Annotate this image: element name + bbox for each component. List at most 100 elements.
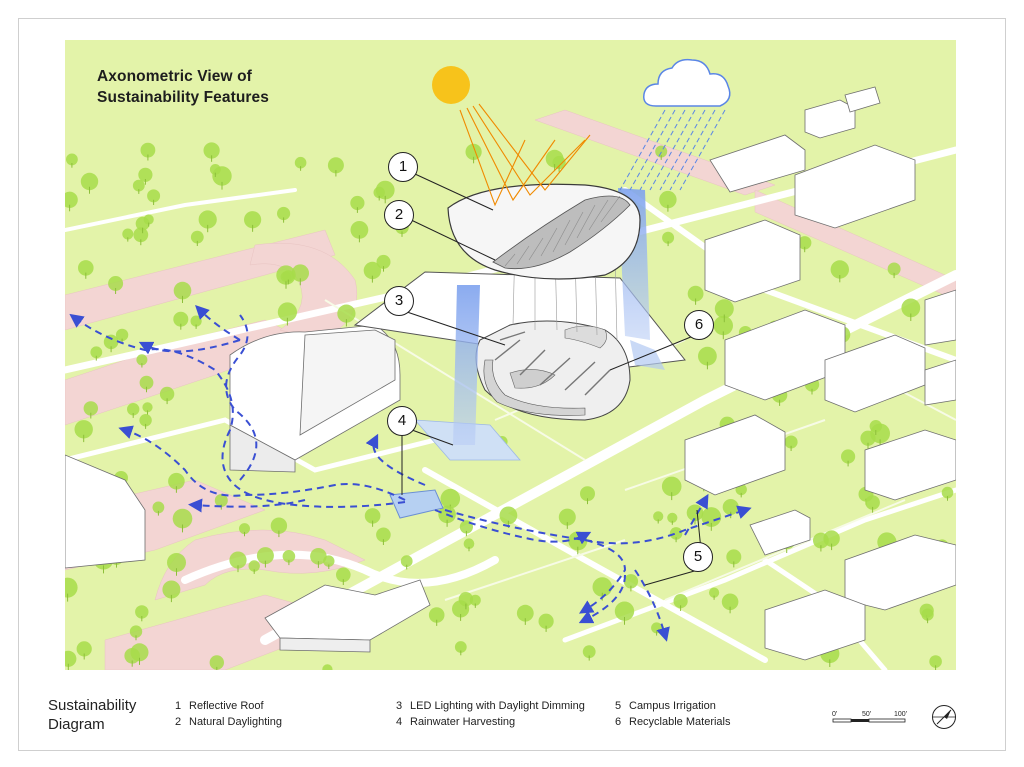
scale-bar: 0' 50' 100' <box>832 711 907 723</box>
central-building <box>353 271 686 421</box>
tree <box>623 574 639 589</box>
tree <box>65 650 77 667</box>
tree <box>122 228 134 240</box>
tree <box>172 508 193 529</box>
tree <box>350 221 369 239</box>
tree <box>921 608 934 621</box>
map-title: Axonometric View of Sustainability Featu… <box>97 66 269 108</box>
tree <box>229 551 247 569</box>
legend-item-number: 4 <box>396 716 403 728</box>
tree <box>373 186 385 199</box>
tree <box>659 190 677 209</box>
legend-item-number: 5 <box>615 700 622 712</box>
tree <box>440 488 461 509</box>
tree <box>698 346 717 366</box>
legend-item-label: Campus Irrigation <box>629 700 716 712</box>
tree <box>115 328 129 342</box>
tree <box>337 304 356 323</box>
tree <box>669 527 683 540</box>
legend-item-number: 2 <box>175 716 182 728</box>
callout-5: 5 <box>683 542 713 572</box>
tree <box>310 548 327 565</box>
legend-item-campus-irrigation: 5 Campus Irrigation <box>615 700 716 712</box>
tree <box>140 142 156 158</box>
legend-item-label: Recyclable Materials <box>629 716 731 728</box>
tree <box>239 523 250 535</box>
tree <box>592 577 613 597</box>
tree <box>673 594 688 609</box>
tree <box>277 206 291 221</box>
tree <box>726 549 742 565</box>
tree <box>545 149 564 168</box>
tree <box>499 506 518 525</box>
tree <box>76 641 92 657</box>
callout-2: 2 <box>384 200 414 230</box>
legend-item-label: Natural Daylighting <box>189 716 282 728</box>
tree <box>469 594 481 606</box>
tree <box>653 511 664 522</box>
scale-label-100: 100' <box>894 711 907 718</box>
tree <box>173 281 192 300</box>
reflective-roof <box>447 183 641 280</box>
tree <box>327 157 344 174</box>
tree <box>400 555 413 568</box>
legend-title: Sustainability Diagram <box>48 696 136 734</box>
legend-title-line-2: Diagram <box>48 716 105 733</box>
tree <box>364 508 381 524</box>
tree <box>713 315 733 336</box>
tree <box>784 435 798 449</box>
tree <box>813 532 829 549</box>
sun-rays <box>459 103 591 207</box>
campus-map-svg <box>65 40 956 670</box>
tree <box>80 172 99 191</box>
tree <box>270 517 288 534</box>
irrigation-paths <box>69 305 752 642</box>
tree <box>350 195 365 211</box>
tree <box>143 214 154 225</box>
legend-item-label: Rainwater Harvesting <box>410 716 516 728</box>
tree <box>428 607 445 623</box>
tree <box>173 311 189 327</box>
tree <box>132 179 145 192</box>
tree <box>74 420 93 439</box>
tree <box>159 386 175 402</box>
tree <box>465 143 482 160</box>
sun-icon <box>432 66 470 104</box>
tree <box>152 501 165 514</box>
legend-item-number: 6 <box>615 716 622 728</box>
tree <box>282 270 295 282</box>
scale-label-0: 0' <box>832 711 837 718</box>
tree <box>83 401 98 416</box>
tree <box>103 334 119 350</box>
tree <box>661 476 682 497</box>
legend-item-recyclable-materials: 6 Recyclable Materials <box>615 716 730 728</box>
tree <box>722 499 739 515</box>
tree <box>662 231 675 244</box>
tree <box>901 298 921 318</box>
callout-3: 3 <box>384 286 414 316</box>
tree <box>860 430 876 446</box>
legend-title-line-1: Sustainability <box>48 697 137 714</box>
tree <box>277 302 297 322</box>
leader-lines <box>395 173 706 586</box>
tree <box>363 261 382 280</box>
legend-item-number: 3 <box>396 700 403 712</box>
tree <box>127 403 140 416</box>
legend-item-number: 1 <box>175 700 182 712</box>
tree <box>614 601 635 621</box>
tree <box>714 299 734 319</box>
tree <box>655 145 668 158</box>
tree <box>830 260 849 279</box>
tree <box>214 494 228 507</box>
cistern <box>389 489 444 519</box>
tree <box>798 236 812 250</box>
tree <box>941 486 954 499</box>
tree <box>65 577 78 598</box>
tree <box>139 375 154 390</box>
tree <box>133 227 149 243</box>
legend-item-natural-daylighting: 2 Natural Daylighting <box>175 716 282 728</box>
tree <box>865 495 880 510</box>
tree <box>558 508 576 526</box>
